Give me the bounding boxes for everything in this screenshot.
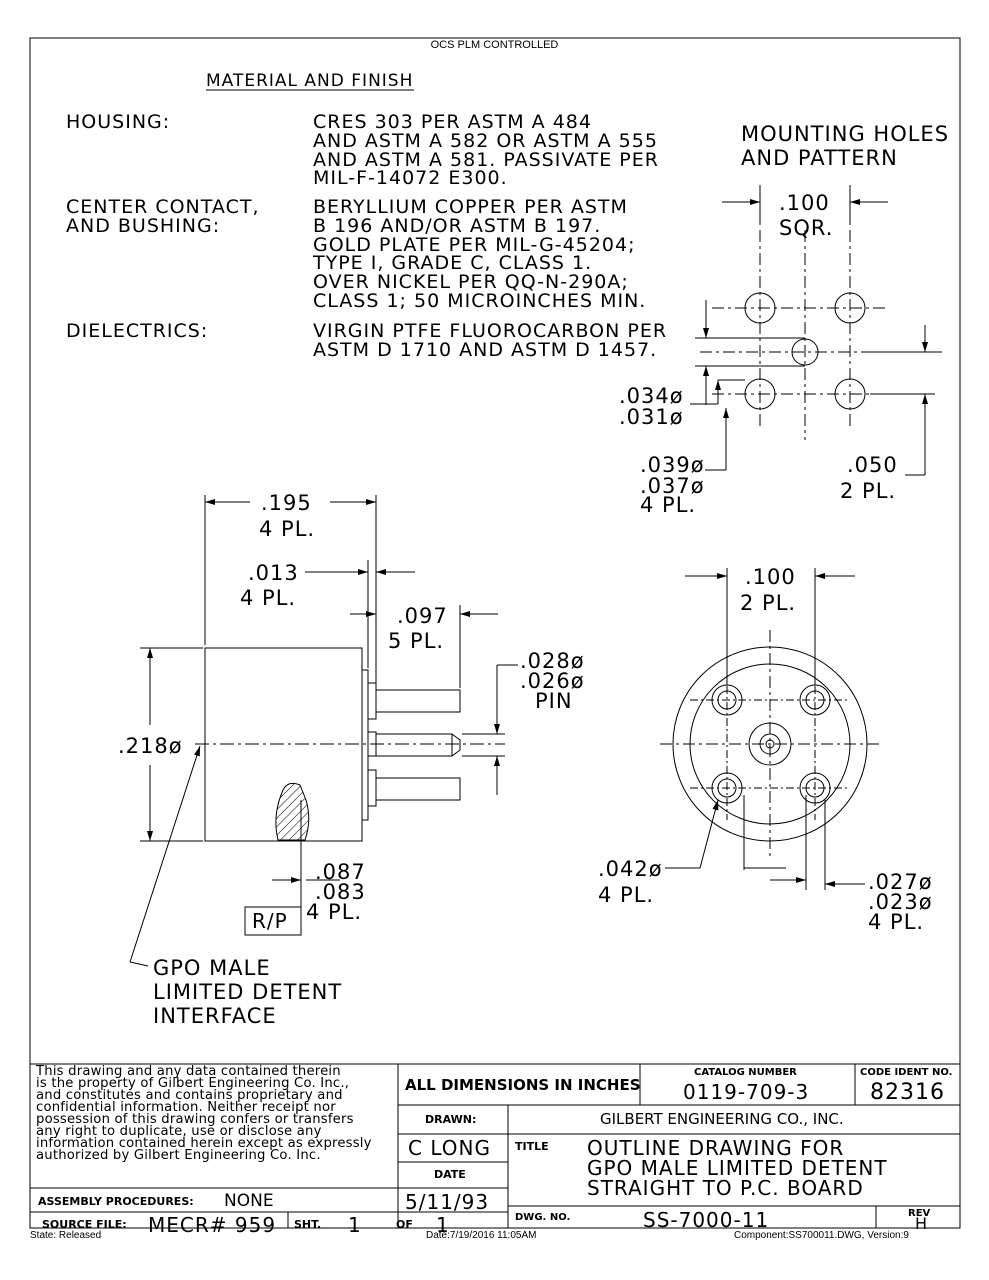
- pin-dia-label: .028ø: [520, 649, 585, 673]
- of-value: 1: [436, 1213, 450, 1237]
- proprietary-notice: any right to duplicate, use or disclose …: [36, 1124, 322, 1139]
- spacing-label: 2 PL.: [740, 591, 797, 615]
- flange-dim-label: .013: [248, 561, 299, 585]
- contact-line: OVER NICKEL PER QQ-N-290A;: [313, 271, 629, 293]
- hole-label: 4 PL.: [598, 883, 655, 907]
- title-block-lines: [30, 1063, 960, 1228]
- contact-line: CLASS 1; 50 MICROINCHES MIN.: [313, 290, 647, 312]
- company-name: GILBERT ENGINEERING CO., INC.: [600, 1110, 844, 1128]
- interface-callout: LIMITED DETENT: [153, 980, 343, 1004]
- interface-callout: INTERFACE: [153, 1004, 277, 1028]
- housing-line: AND ASTM A 582 OR ASTM A 555: [313, 130, 658, 152]
- dwg-no-value: SS-7000-11: [643, 1208, 770, 1232]
- length-dim-label: .195: [261, 491, 312, 515]
- code-ident-label: CODE IDENT NO.: [860, 1067, 953, 1078]
- drawn-value: C LONG: [408, 1136, 491, 1160]
- proprietary-notice: information contained herein except as e…: [36, 1136, 372, 1151]
- standoff-label: 4 PL.: [306, 900, 363, 924]
- hole-dia-label: .034ø: [619, 384, 684, 408]
- dwg-no-label: DWG. NO.: [515, 1212, 571, 1223]
- proprietary-notice: This drawing and any data contained ther…: [36, 1064, 341, 1079]
- mounting-pattern: [690, 185, 945, 476]
- contact-label: CENTER CONTACT,: [66, 196, 260, 218]
- sheet-label: SHT.: [294, 1218, 322, 1231]
- sheet-value: 1: [348, 1213, 362, 1237]
- rev-label: REV: [908, 1208, 931, 1219]
- length-dim-label: 4 PL.: [259, 517, 316, 541]
- contact-line: BERYLLIUM COPPER PER ASTM: [313, 196, 628, 218]
- of-label: OF: [396, 1218, 413, 1231]
- standoff-label: .087: [315, 860, 366, 884]
- hole-dia-label: .037ø: [640, 474, 705, 498]
- contact-label: AND BUSHING:: [66, 215, 221, 237]
- offset-label: .050: [847, 453, 898, 477]
- component-footer: Component:SS700011.DWG, Version:9: [734, 1230, 909, 1241]
- pin-dia-label: PIN: [535, 689, 573, 713]
- sheet-border: [29, 37, 961, 1229]
- drawing-title: OUTLINE DRAWING FOR: [587, 1136, 845, 1160]
- catalog-value: 0119-709-3: [683, 1080, 810, 1104]
- hole-dia-label: .031ø: [619, 405, 684, 429]
- pin-label: .023ø: [868, 890, 933, 914]
- code-ident-value: 82316: [870, 1080, 945, 1105]
- housing-line: MIL-F-14072 E300.: [313, 167, 508, 189]
- housing-label: HOUSING:: [66, 111, 171, 133]
- dimensions-note: ALL DIMENSIONS IN INCHES: [405, 1076, 641, 1094]
- hole-label: .042ø: [598, 857, 663, 881]
- hole-dia-label: 4 PL.: [640, 493, 697, 517]
- date-footer: Date:7/19/2016 11:05AM: [426, 1230, 537, 1241]
- contact-line: GOLD PLATE PER MIL-G-45204;: [313, 234, 636, 256]
- proprietary-notice: authorized by Gilbert Engineering Co. In…: [36, 1148, 321, 1163]
- spacing-label: .100: [745, 565, 796, 589]
- contact-line: B 196 AND/OR ASTM B 197.: [313, 215, 602, 237]
- drawn-label: DRAWN:: [425, 1113, 477, 1126]
- date-value: 5/11/93: [405, 1190, 490, 1214]
- title-label: TITLE: [515, 1140, 549, 1153]
- dielectric-line: ASTM D 1710 AND ASTM D 1457.: [313, 339, 658, 361]
- pattern-pitch-label: SQR.: [779, 216, 834, 240]
- contact-line: TYPE I, GRADE C, CLASS 1.: [313, 252, 593, 274]
- offset-label: 2 PL.: [840, 479, 897, 503]
- drawing-title: STRAIGHT TO P.C. BOARD: [587, 1176, 864, 1200]
- pin-length-label: .097: [397, 604, 448, 628]
- interface-callout: GPO MALE: [153, 956, 271, 980]
- pin-label: .027ø: [868, 870, 933, 894]
- mounting-title: MOUNTING HOLES: [741, 122, 950, 146]
- state-footer: State: Released: [30, 1230, 102, 1241]
- proprietary-notice: is the property of Gilbert Engineering C…: [36, 1076, 350, 1091]
- assembly-value: NONE: [224, 1191, 274, 1211]
- plm-control-label: OCS PLM CONTROLLED: [430, 39, 559, 51]
- pin-dia-label: .026ø: [520, 669, 585, 693]
- body-dia-label: .218ø: [118, 734, 183, 758]
- catalog-label: CATALOG NUMBER: [694, 1067, 797, 1078]
- end-view: [660, 568, 880, 890]
- housing-line: AND ASTM A 581. PASSIVATE PER: [313, 149, 659, 171]
- source-file-label: SOURCE FILE:: [42, 1218, 127, 1231]
- flange-dim-label: 4 PL.: [240, 586, 297, 610]
- rp-label: R/P: [252, 909, 288, 933]
- pin-length-label: 5 PL.: [388, 629, 445, 653]
- notes-title: MATERIAL AND FINISH: [206, 71, 414, 91]
- side-view: [129, 495, 518, 967]
- mounting-title: AND PATTERN: [741, 146, 898, 170]
- dielectric-label: DIELECTRICS:: [66, 320, 209, 342]
- date-label: DATE: [434, 1168, 466, 1181]
- pattern-pitch-label: .100: [779, 191, 830, 215]
- proprietary-notice: possession of this drawing confers or tr…: [36, 1112, 354, 1127]
- dielectric-line: VIRGIN PTFE FLUOROCARBON PER: [313, 320, 668, 342]
- proprietary-notice: confidential information. Neither receip…: [36, 1100, 336, 1115]
- source-file-value: MECR# 959: [148, 1213, 277, 1237]
- drawing-title: GPO MALE LIMITED DETENT: [587, 1156, 888, 1180]
- rev-value: H: [915, 1214, 929, 1233]
- housing-line: CRES 303 PER ASTM A 484: [313, 111, 592, 133]
- standoff-label: .083: [315, 880, 366, 904]
- assembly-label: ASSEMBLY PROCEDURES:: [38, 1195, 194, 1208]
- hole-dia-label: .039ø: [640, 453, 705, 477]
- proprietary-notice: and constitutes and contains proprietary…: [36, 1088, 343, 1103]
- pin-label: 4 PL.: [868, 910, 925, 934]
